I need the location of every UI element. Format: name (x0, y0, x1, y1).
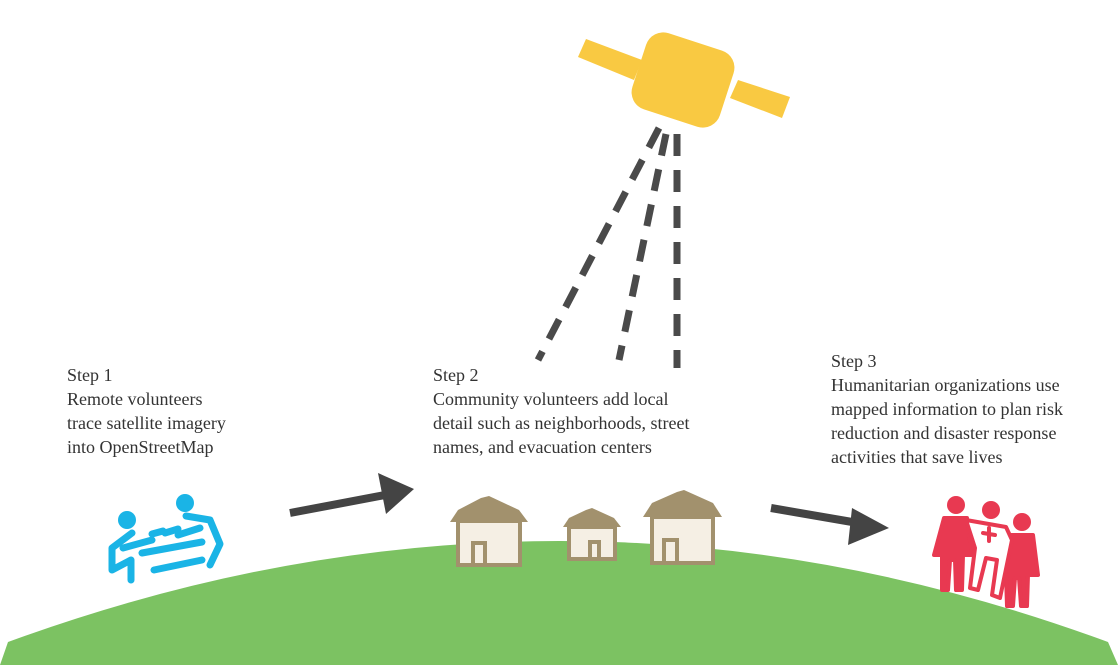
arrow-step1-to-step2 (289, 473, 414, 517)
hut-right (643, 490, 722, 565)
step-1-text: Step 1 Remote volunteers trace satellite… (67, 363, 287, 459)
step-3-title: Step 3 (831, 351, 877, 371)
satellite-icon (578, 32, 790, 128)
step-2-description: Community volunteers add local detail su… (433, 389, 690, 457)
step-3-description: Humanitarian organizations use mapped in… (831, 375, 1063, 467)
village-huts-icon (450, 490, 722, 567)
humanitarian-responders-icon (932, 496, 1040, 608)
step-2-title: Step 2 (433, 365, 479, 385)
step-2-text: Step 2 Community volunteers add local de… (433, 363, 763, 459)
hut-left (450, 496, 528, 567)
step-3-text: Step 3 Humanitarian organizations use ma… (831, 349, 1116, 469)
arrow-step2-to-step3 (770, 504, 889, 545)
signal-beam-icon (534, 126, 681, 368)
ground-hill (0, 541, 1118, 665)
step-1-description: Remote volunteers trace satellite imager… (67, 389, 226, 457)
hut-middle (563, 508, 621, 561)
step-1-title: Step 1 (67, 365, 113, 385)
remote-volunteers-icon (108, 494, 224, 584)
